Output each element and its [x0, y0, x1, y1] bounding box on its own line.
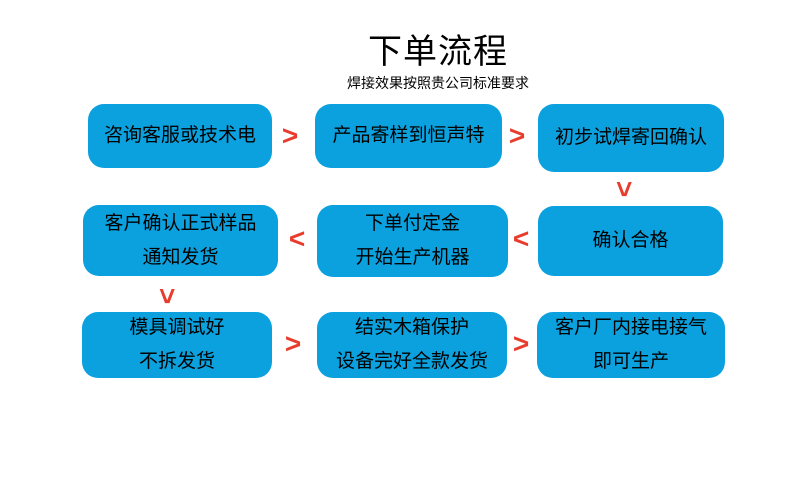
flow-step-8-label-line2: 设备完好全款发货 — [335, 351, 488, 372]
flow-step-7-label-line1: 模具调试好 — [129, 317, 225, 339]
flow-step-7-label-line2: 不拆发货 — [138, 351, 215, 372]
flow-step-9-label-line1: 客户厂内接电接气 — [554, 317, 707, 339]
flow-step-2: 产品寄样到恒声特 — [315, 104, 502, 168]
flow-step-1-label: 咨询客服或技术电 — [103, 125, 256, 147]
flow-step-3: 初步试焊寄回确认 — [538, 104, 724, 172]
flow-step-4: 客户确认正式样品 通知发货 — [83, 205, 278, 276]
arrow-right-icon: > — [508, 120, 526, 151]
flow-step-2-label: 产品寄样到恒声特 — [332, 125, 485, 147]
arrow-down-icon: > — [152, 287, 183, 305]
flow-step-5-label-line1: 下单付定金 — [364, 213, 460, 235]
arrow-down-icon: > — [609, 180, 640, 198]
flow-step-9-label-line2: 即可生产 — [592, 351, 669, 372]
flow-step-4-label-line2: 通知发货 — [142, 246, 219, 268]
flow-step-7: 模具调试好 不拆发货 — [82, 312, 272, 378]
page-subtitle: 焊接效果按照贵公司标准要求 — [347, 75, 529, 92]
arrow-left-icon: < — [512, 223, 530, 254]
arrow-right-icon: > — [284, 328, 302, 359]
arrow-left-icon: < — [288, 223, 306, 254]
flow-step-8-label-line1: 结实木箱保护 — [354, 317, 469, 339]
page-title: 下单流程 — [368, 33, 508, 71]
flow-step-6-label: 确认合格 — [592, 230, 669, 252]
flow-step-5: 下单付定金 开始生产机器 — [317, 205, 508, 277]
arrow-right-icon: > — [512, 328, 530, 359]
header: 下单流程 焊接效果按照贵公司标准要求 — [38, 33, 800, 92]
flow-step-8: 结实木箱保护 设备完好全款发货 — [317, 312, 507, 378]
flow-step-1: 咨询客服或技术电 — [88, 104, 272, 168]
flow-step-6: 确认合格 — [538, 206, 723, 276]
flow-step-9: 客户厂内接电接气 即可生产 — [537, 312, 725, 378]
flow-step-5-label-line2: 开始生产机器 — [355, 247, 470, 268]
flow-step-4-label-line1: 客户确认正式样品 — [104, 212, 257, 234]
arrow-right-icon: > — [281, 120, 299, 151]
flow-step-3-label: 初步试焊寄回确认 — [554, 127, 707, 149]
